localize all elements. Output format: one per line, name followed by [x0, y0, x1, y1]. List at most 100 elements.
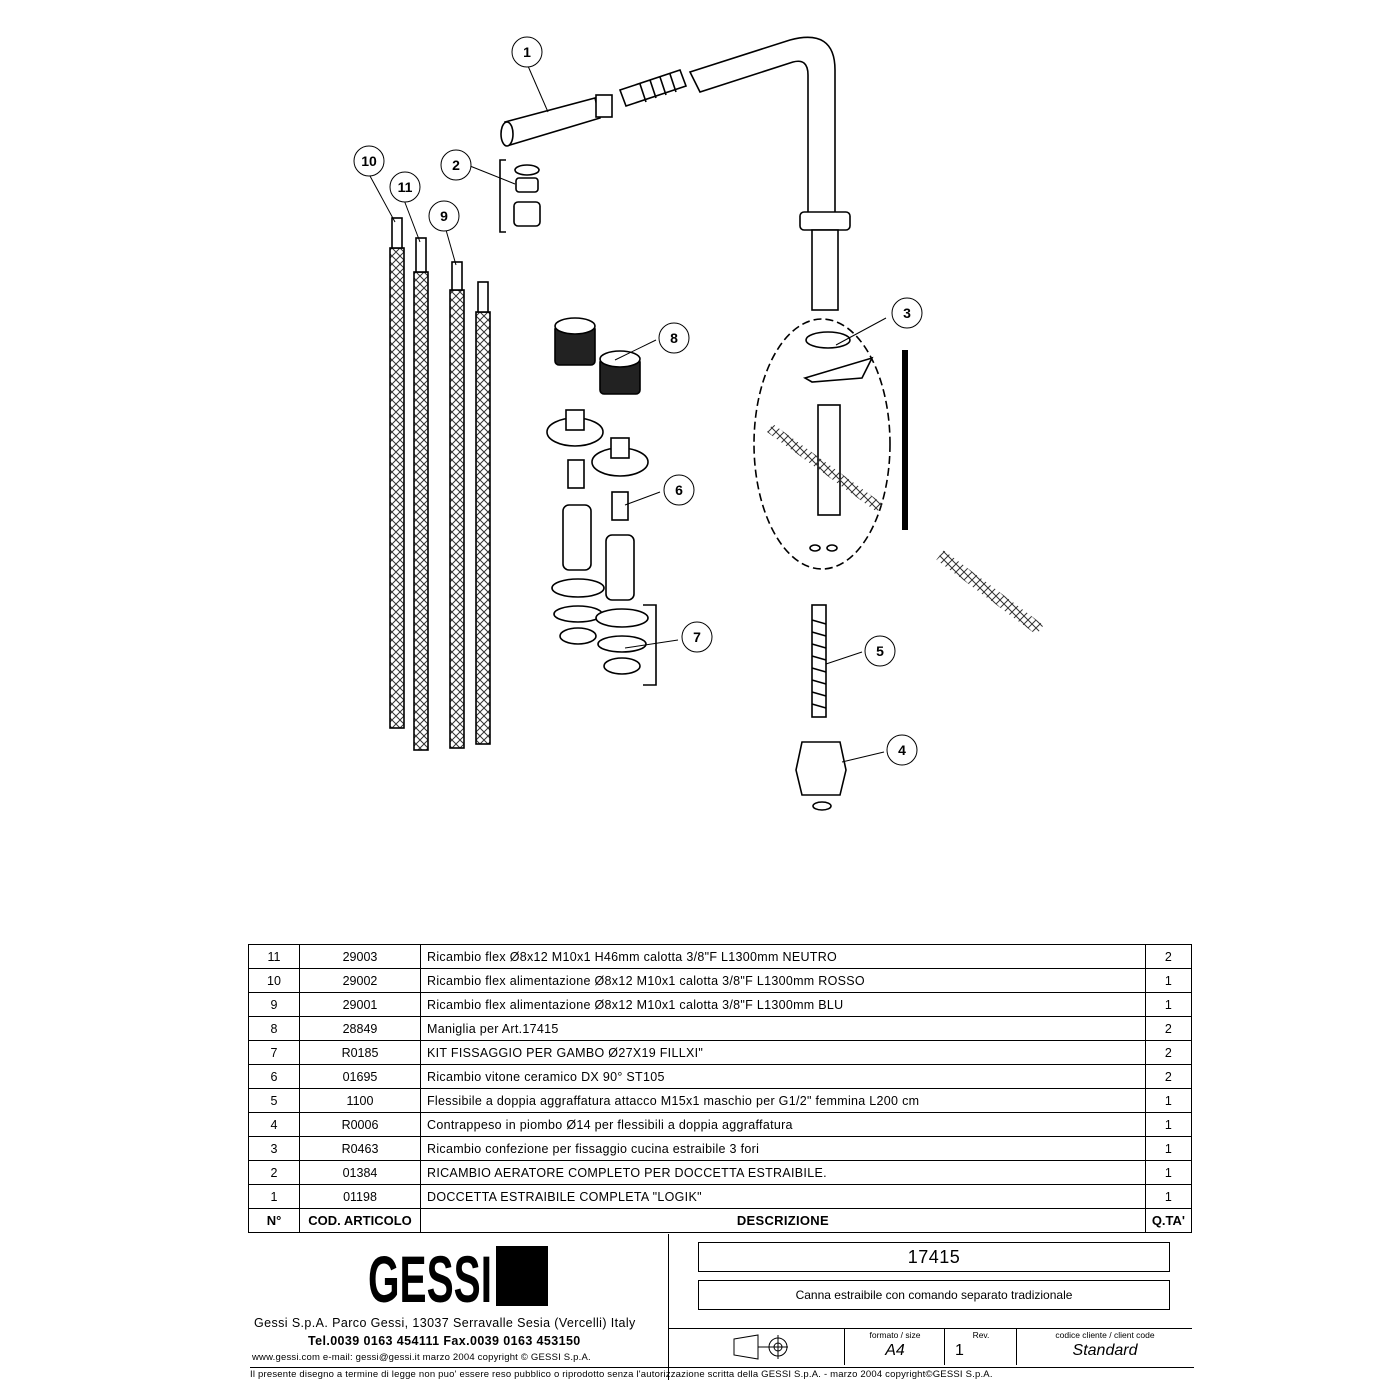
row-code: 28849 [299, 1016, 421, 1041]
header-number: N° [248, 1208, 300, 1233]
format-value: A4 [885, 1342, 905, 1359]
callout-8-label: 8 [670, 330, 678, 346]
row-code: R0463 [299, 1136, 421, 1161]
callout-3: 3 [891, 297, 923, 329]
callout-leaders [369, 65, 887, 763]
row-description: Ricambio vitone ceramico DX 90° ST105 [420, 1064, 1146, 1089]
article-number: 17415 [698, 1242, 1170, 1272]
logo-text: GESSI [368, 1244, 492, 1308]
revision-label: Rev. [972, 1330, 990, 1340]
callout-4-label: 4 [898, 742, 906, 758]
client-code-label: codice cliente / client code [1055, 1330, 1155, 1340]
callout-11: 11 [389, 171, 421, 203]
callout-4: 4 [886, 734, 918, 766]
row-number: 8 [248, 1016, 300, 1041]
company-block: GESSI Gessi S.p.A. Parco Gessi, 13037 Se… [248, 1234, 668, 1380]
callout-6: 6 [663, 474, 695, 506]
row-code: 29003 [299, 944, 421, 969]
row-code: 01198 [299, 1184, 421, 1209]
row-quantity: 1 [1144, 1136, 1193, 1161]
counterweight [795, 741, 847, 811]
row-quantity: 1 [1144, 1112, 1193, 1137]
row-quantity: 2 [1144, 1016, 1193, 1041]
row-description: DOCCETTA ESTRAIBILE COMPLETA "LOGIK" [420, 1184, 1146, 1209]
row-number: 2 [248, 1160, 300, 1185]
flexible-hose [811, 604, 827, 718]
company-address: Gessi S.p.A. Parco Gessi, 13037 Serraval… [254, 1316, 636, 1330]
legal-footer: Il presente disegno a termine di legge n… [250, 1367, 1194, 1380]
callout-group: 1 2 3 4 5 6 7 8 9 10 11 [353, 36, 923, 766]
callout-6-label: 6 [675, 482, 683, 498]
row-code: 01695 [299, 1064, 421, 1089]
row-description: RICAMBIO AERATORE COMPLETO PER DOCCETTA … [420, 1160, 1146, 1185]
row-quantity: 2 [1144, 944, 1193, 969]
revision-cell: Rev. 1 [944, 1329, 1017, 1365]
row-number: 11 [248, 944, 300, 969]
fixing-package [753, 318, 1044, 635]
exploded-view-drawing: 1 2 3 4 5 6 7 8 9 10 11 [353, 36, 1044, 811]
header-quantity: Q.TA' [1144, 1208, 1193, 1233]
gessi-logo: GESSI [368, 1244, 548, 1308]
row-quantity: 1 [1144, 1088, 1193, 1113]
title-divider [668, 1234, 669, 1380]
row-code: R0006 [299, 1112, 421, 1137]
callout-3-label: 3 [903, 305, 911, 321]
callout-5: 5 [864, 635, 896, 667]
format-cell: formato / size A4 [844, 1329, 945, 1365]
format-label: formato / size [869, 1330, 921, 1340]
client-code-cell: codice cliente / client code Standard [1016, 1329, 1193, 1365]
spout [688, 36, 851, 311]
row-number: 1 [248, 1184, 300, 1209]
row-quantity: 2 [1144, 1040, 1193, 1065]
article-description: Canna estraibile con comando separato tr… [698, 1280, 1170, 1310]
row-description: Contrappeso in piombo Ø14 per flessibili… [420, 1112, 1146, 1137]
callout-9: 9 [428, 200, 460, 232]
row-description: Flessibile a doppia aggraffatura attacco… [420, 1088, 1146, 1113]
row-description: Ricambio flex alimentazione Ø8x12 M10x1 … [420, 968, 1146, 993]
parts-list-header: N° COD. ARTICOLO DESCRIZIONE Q.TA' [248, 1208, 1193, 1233]
row-quantity: 1 [1144, 968, 1193, 993]
row-code: 29001 [299, 992, 421, 1017]
revision-value: 1 [955, 1342, 964, 1359]
row-description: Ricambio confezione per fissaggio cucina… [420, 1136, 1146, 1161]
callout-7: 7 [681, 621, 713, 653]
header-description: DESCRIZIONE [420, 1208, 1146, 1233]
row-number: 10 [248, 968, 300, 993]
fixing-kit [551, 578, 657, 686]
callout-9-label: 9 [440, 208, 448, 224]
row-description: Ricambio flex Ø8x12 M10x1 H46mm calotta … [420, 944, 1146, 969]
spray-head [500, 94, 613, 147]
row-description: Ricambio flex alimentazione Ø8x12 M10x1 … [420, 992, 1146, 1017]
row-code: 01384 [299, 1160, 421, 1185]
row-number: 3 [248, 1136, 300, 1161]
projection-symbol-cell [668, 1329, 844, 1365]
company-phone: Tel.0039 0163 454111 Fax.0039 0163 45315… [308, 1334, 581, 1348]
row-quantity: 2 [1144, 1064, 1193, 1089]
row-description: KIT FISSAGGIO PER GAMBO Ø27X19 FILLXI" [420, 1040, 1146, 1065]
callout-1-label: 1 [523, 44, 531, 60]
callout-7-label: 7 [693, 629, 701, 645]
row-code: 29002 [299, 968, 421, 993]
cartridges [562, 459, 635, 601]
callout-2: 2 [440, 149, 472, 181]
client-code-value: Standard [1072, 1342, 1138, 1359]
aerator-parts [499, 159, 541, 233]
row-code: R0185 [299, 1040, 421, 1065]
callout-5-label: 5 [876, 643, 884, 659]
braided-hoses [389, 217, 491, 751]
row-number: 5 [248, 1088, 300, 1113]
callout-1: 1 [511, 36, 543, 68]
drawing-info-row: formato / size A4 Rev. 1 codice cliente … [668, 1328, 1192, 1365]
callout-2-label: 2 [452, 157, 460, 173]
